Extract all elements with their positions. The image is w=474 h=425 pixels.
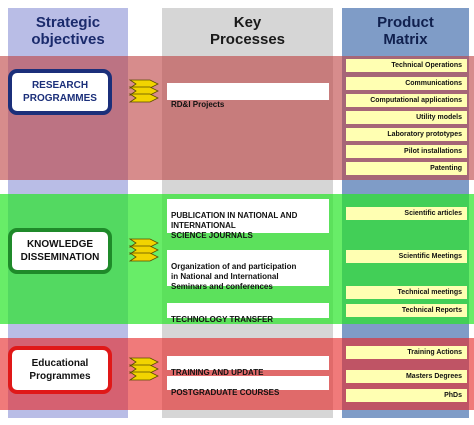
process-training-update-text: TRAINING AND UPDATE: [171, 368, 264, 377]
research-programmes-label: RESEARCH PROGRAMMES: [23, 80, 97, 104]
products-header: Product Matrix: [342, 8, 469, 54]
product-item: Laboratory prototypes: [346, 128, 467, 141]
process-rdi-projects: RD&I Projects: [167, 83, 329, 109]
product-item: Technical meetings: [346, 286, 467, 299]
product-item: PhDs: [346, 389, 467, 402]
objectives-header-text: Strategic objectives: [31, 14, 105, 48]
processes-header-text: Key Processes: [209, 14, 286, 48]
objectives-header: Strategic objectives: [8, 8, 128, 54]
product-item: Scientific Meetings: [346, 250, 467, 263]
product-item: Patenting: [346, 162, 467, 175]
product-item: Computational applications: [346, 94, 467, 107]
process-publication-text: PUBLICATION IN NATIONAL AND INTERNATIONA…: [171, 211, 298, 240]
product-item: Training Actions: [346, 346, 467, 359]
knowledge-arrow-icon: [128, 238, 159, 262]
process-technology-transfer: TECHNOLOGY TRANSFER: [167, 303, 329, 324]
research-arrow-icon: [128, 79, 159, 103]
education-arrow-icon: [128, 357, 159, 381]
process-publication: PUBLICATION IN NATIONAL AND INTERNATIONA…: [167, 199, 329, 240]
process-training-update: TRAINING AND UPDATE: [167, 356, 329, 377]
educational-programmes-label: Educational Programmes: [29, 358, 91, 382]
process-technology-transfer-text: TECHNOLOGY TRANSFER: [171, 315, 274, 324]
process-seminars-text: Organization of and participation in Nat…: [171, 262, 297, 291]
products-header-text: Product Matrix: [377, 14, 434, 48]
product-item: Utility models: [346, 111, 467, 124]
process-seminars: Organization of and participation in Nat…: [167, 250, 329, 291]
product-item: Communications: [346, 77, 467, 90]
product-item: Scientific articles: [346, 207, 467, 220]
educational-programmes-box: Educational Programmes: [8, 346, 112, 394]
product-item: Technical Reports: [346, 304, 467, 317]
process-postgraduate-courses-text: POSTGRADUATE COURSES: [171, 388, 280, 397]
research-programmes-box: RESEARCH PROGRAMMES: [8, 69, 112, 115]
knowledge-dissemination-label: KNOWLEDGE DISSEMINATION: [20, 239, 100, 263]
process-rdi-projects-text: RD&I Projects: [171, 100, 225, 109]
product-item: Technical Operations: [346, 59, 467, 72]
product-item: Masters Degrees: [346, 370, 467, 383]
process-postgraduate-courses: POSTGRADUATE COURSES: [167, 376, 329, 397]
processes-header: Key Processes: [162, 8, 333, 54]
product-item: Pilot installations: [346, 145, 467, 158]
knowledge-dissemination-box: KNOWLEDGE DISSEMINATION: [8, 228, 112, 274]
